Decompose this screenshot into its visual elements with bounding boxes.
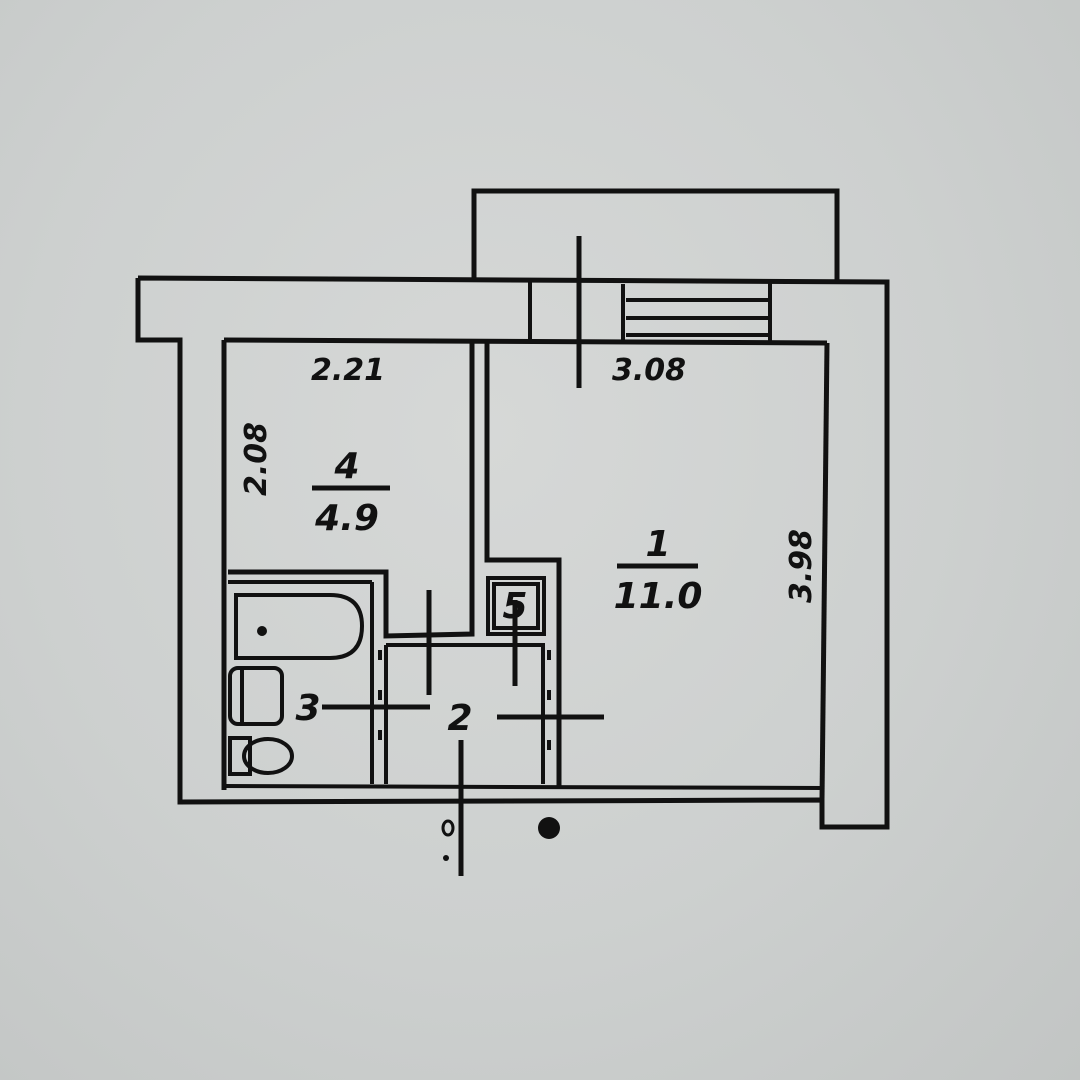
door-marks: [322, 590, 604, 876]
exterior-walls: [135, 275, 890, 830]
room-1-area: 11.0: [614, 576, 703, 617]
balcony-window: [528, 236, 772, 388]
room-4-number: 4: [333, 446, 359, 487]
dimension-room4-width: 2.21: [311, 353, 385, 388]
room-2-number: 2: [447, 698, 472, 739]
bathroom-walls: [228, 580, 388, 784]
partition-4-1: [228, 342, 562, 788]
room-5-number: 5: [502, 586, 527, 627]
dimension-room1-width: 3.08: [612, 353, 686, 388]
room-1-number: 1: [645, 524, 670, 565]
room-3-number: 3: [295, 688, 320, 729]
entrance-marker: [441, 817, 560, 861]
sink: [228, 666, 284, 726]
toilet: [228, 736, 294, 776]
bathtub: [234, 593, 365, 660]
balcony: [471, 188, 840, 282]
room-4-area: 4.9: [314, 498, 379, 539]
dimension-room4-depth: 2.08: [239, 422, 274, 496]
dimension-room1-depth: 3.98: [784, 529, 819, 603]
